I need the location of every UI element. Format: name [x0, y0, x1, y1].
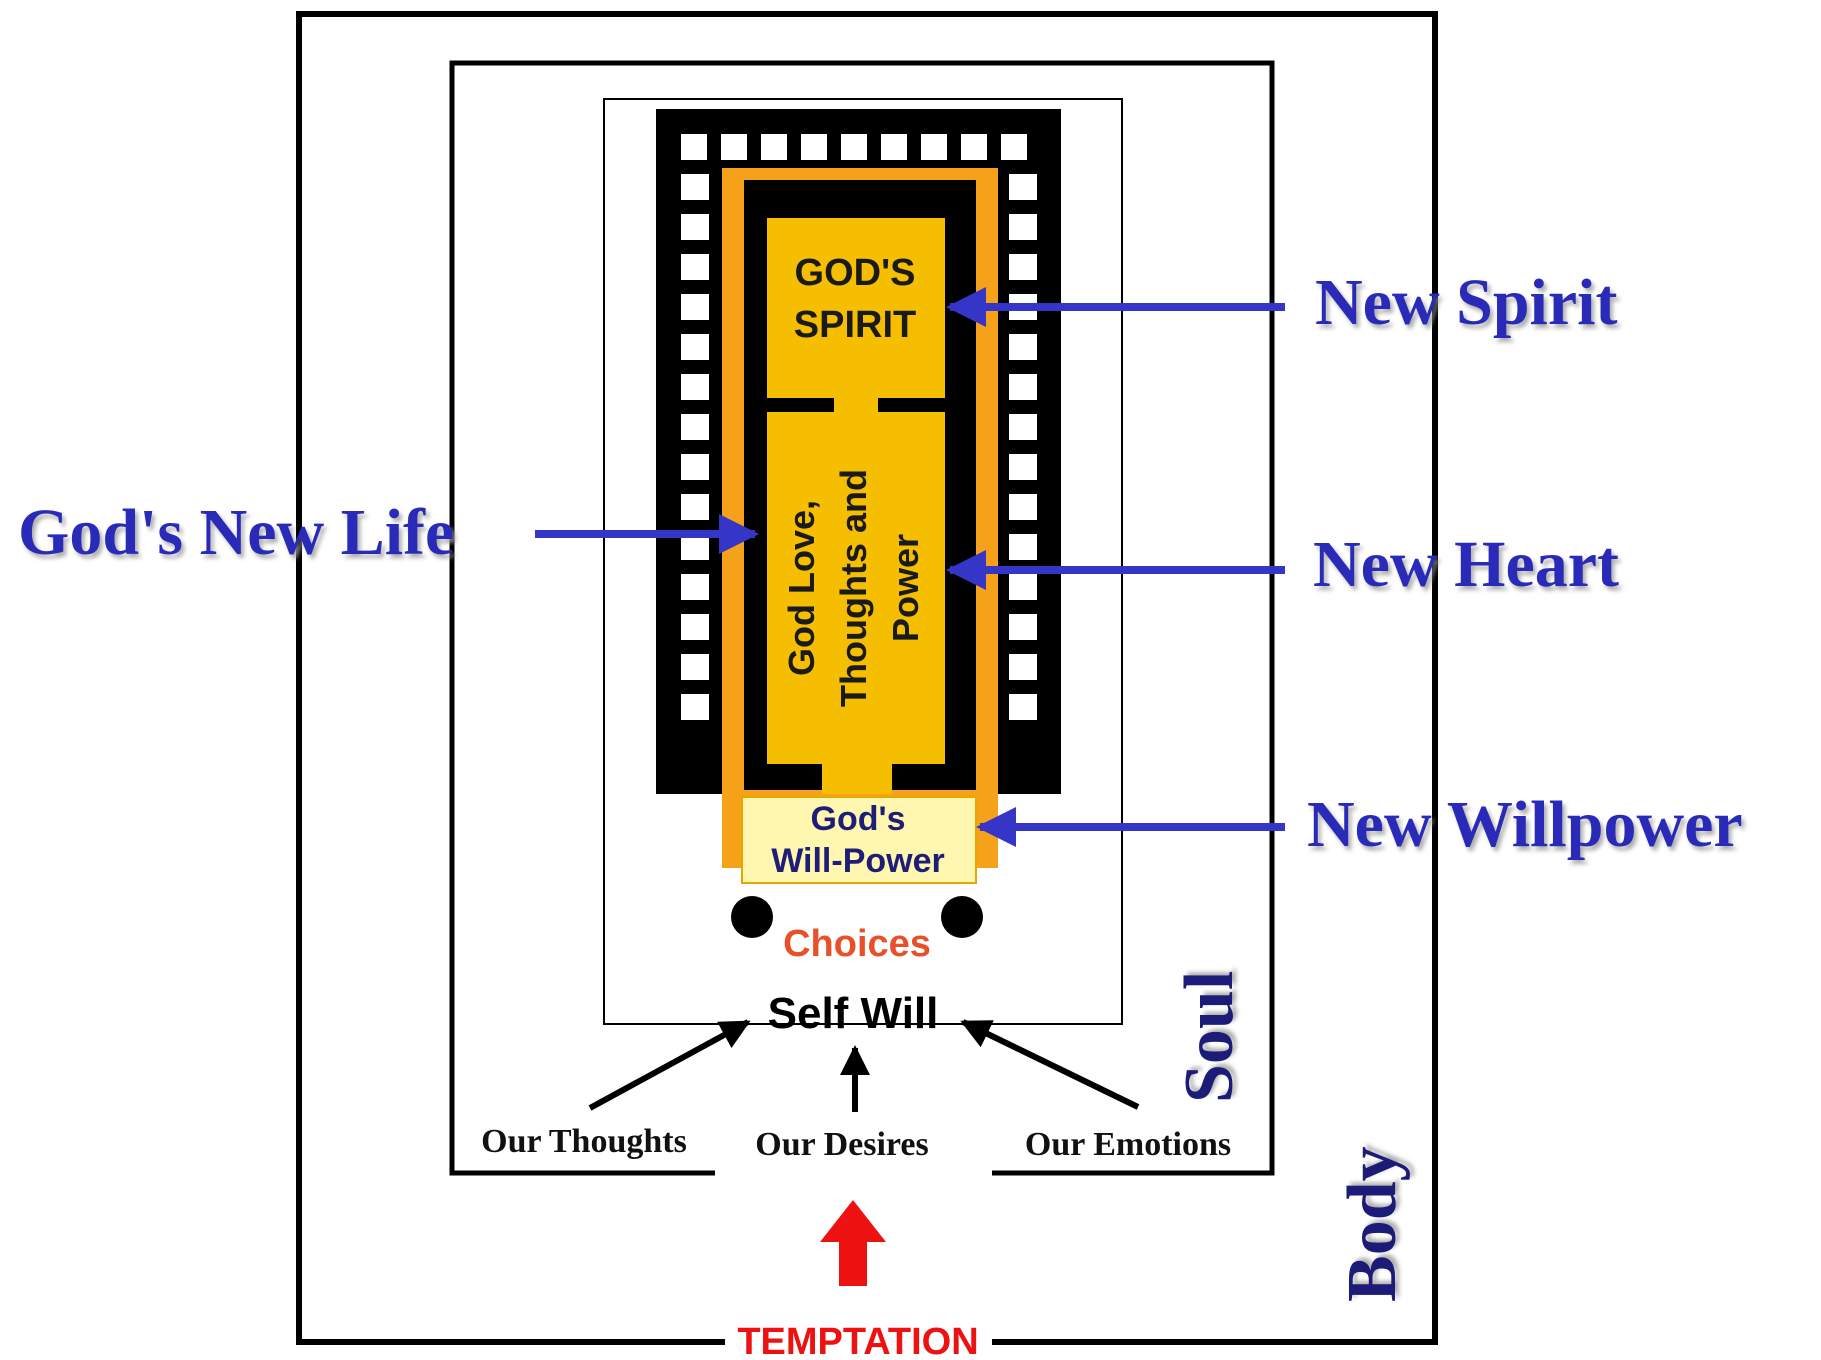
- pillar-gap-left: [681, 454, 709, 480]
- pillar-gap-right: [1009, 454, 1037, 480]
- temptation-label: TEMPTATION: [737, 1321, 978, 1360]
- pillar-gap-left: [681, 494, 709, 520]
- pillar-gap-right: [1009, 334, 1037, 360]
- pillar-gap-left: [681, 414, 709, 440]
- pillar-gap-top: [841, 134, 867, 160]
- pillar-gap-left: [681, 654, 709, 680]
- choice-circle-right: [941, 896, 983, 938]
- pillar-gap-left: [681, 374, 709, 400]
- pillar-gap-top: [761, 134, 787, 160]
- outer-doorway: [822, 764, 892, 794]
- pillar-gap-left: [681, 694, 709, 720]
- gods-spirit-line2: SPIRIT: [794, 304, 916, 346]
- thoughts-arrow: [588, 1019, 751, 1111]
- pillar-gap-left: [681, 574, 709, 600]
- pillar-gap-right: [1009, 374, 1037, 400]
- will-power-line2: Will-Power: [771, 842, 945, 880]
- pillar-gap-top: [881, 134, 907, 160]
- pillar-gap-top: [961, 134, 987, 160]
- temple-pillars: [681, 134, 1037, 720]
- pillar-gap-top: [721, 134, 747, 160]
- pillar-gap-top: [921, 134, 947, 160]
- gods-spirit-line1: GOD'S: [795, 252, 916, 294]
- new-heart-label: New Heart: [1313, 528, 1619, 601]
- new-spirit-label: New Spirit: [1315, 266, 1618, 339]
- inner-doorway: [834, 392, 878, 412]
- emotions-arrow: [960, 1019, 1140, 1110]
- pillar-gap-right: [1009, 174, 1037, 200]
- pillar-gap-right: [1009, 694, 1037, 720]
- will-power-box: [741, 796, 977, 884]
- pillar-gap-right: [1009, 494, 1037, 520]
- choice-circle-left: [731, 896, 773, 938]
- pillar-gap-right: [1009, 214, 1037, 240]
- pillar-gap-top: [1001, 134, 1027, 160]
- body-label: Body: [1334, 1146, 1411, 1302]
- our-emotions-label: Our Emotions: [1025, 1126, 1231, 1163]
- will-power-line1: God's: [811, 800, 906, 838]
- holy-place: [767, 412, 945, 764]
- pillar-gap-right: [1009, 654, 1037, 680]
- holy-place-line3: Power: [885, 534, 926, 642]
- pillar-gap-right: [1009, 534, 1037, 560]
- pillar-gap-top: [681, 134, 707, 160]
- holy-of-holies: [767, 218, 945, 398]
- gods-new-life-label: God's New Life: [18, 496, 454, 569]
- pillar-gap-right: [1009, 254, 1037, 280]
- body-frame: [296, 11, 1438, 1345]
- self-will-label: Self Will: [768, 989, 939, 1038]
- pillar-gap-right: [1009, 574, 1037, 600]
- pillar-gap-left: [681, 614, 709, 640]
- soul-frame: [449, 60, 1275, 1176]
- pillar-gap-left: [681, 334, 709, 360]
- pillar-gap-right: [1009, 614, 1037, 640]
- pillar-gap-left: [681, 254, 709, 280]
- holy-place-line1: God Love,: [781, 500, 822, 676]
- pillar-gap-left: [681, 214, 709, 240]
- pillar-gap-left: [681, 174, 709, 200]
- pillar-gap-top: [801, 134, 827, 160]
- choices-label: Choices: [783, 923, 931, 965]
- our-thoughts-label: Our Thoughts: [481, 1123, 687, 1160]
- pillar-gap-left: [681, 534, 709, 560]
- pillar-gap-right: [1009, 414, 1037, 440]
- new-willpower-label: New Willpower: [1307, 788, 1743, 861]
- pillar-gap-left: [681, 294, 709, 320]
- holy-place-text: God Love, Thoughts and Power: [781, 469, 926, 707]
- temptation-arrow: [820, 1200, 886, 1286]
- our-desires-label: Our Desires: [755, 1126, 928, 1163]
- soul-label: Soul: [1171, 971, 1248, 1103]
- holy-place-line2: Thoughts and: [833, 469, 874, 707]
- spirit-frame: [603, 98, 1123, 1025]
